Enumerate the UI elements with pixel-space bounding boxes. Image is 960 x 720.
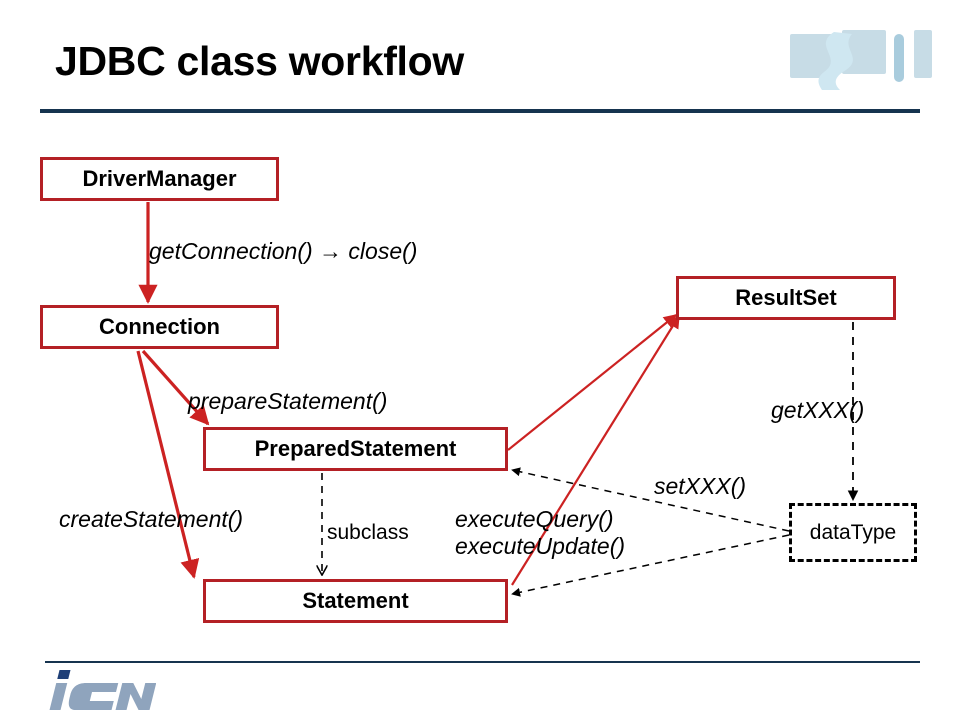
edge-datatype-to-preparedstatement: [511, 467, 790, 532]
edge-label-executequery: executeQuery(): [455, 506, 614, 532]
edge-datatype-to-statement: [511, 534, 790, 597]
page-title: JDBC class workflow: [55, 38, 464, 84]
node-drivermanager-label: DriverManager: [82, 166, 237, 191]
icn-logo-icon: [49, 670, 156, 710]
edge-connection-to-statement: [136, 350, 200, 579]
node-datatype[interactable]: dataType: [789, 503, 917, 562]
brand-logo-icon: [790, 30, 932, 90]
node-preparedstatement[interactable]: PreparedStatement: [203, 427, 508, 471]
edge-statement-to-resultset: [511, 314, 680, 586]
edge-label-createstatement: createStatement(): [59, 506, 244, 532]
node-statement[interactable]: Statement: [203, 579, 508, 623]
edge-label-subclass: subclass: [327, 521, 409, 544]
node-connection-label: Connection: [99, 314, 220, 339]
footer-divider: [45, 661, 920, 663]
node-connection[interactable]: Connection: [40, 305, 279, 349]
node-drivermanager[interactable]: DriverManager: [40, 157, 279, 201]
node-resultset-label: ResultSet: [735, 285, 837, 310]
node-preparedstatement-label: PreparedStatement: [254, 436, 457, 461]
node-resultset[interactable]: ResultSet: [676, 276, 896, 320]
edge-label-setxxx: setXXX(): [654, 473, 747, 499]
edge-connection-to-preparedstatement: [141, 349, 210, 426]
edge-label-preparestatement: prepareStatement(): [188, 388, 388, 414]
node-statement-label: Statement: [302, 588, 409, 613]
edge-preparedstatement-to-resultset: [507, 314, 678, 451]
edge-label-executeupdate: executeUpdate(): [455, 533, 626, 559]
title-divider: [40, 109, 920, 113]
edge-label-getconnection: getConnection() → close(): [149, 238, 418, 264]
node-datatype-label: dataType: [809, 520, 897, 544]
edge-label-getxxx: getXXX(): [771, 397, 865, 423]
